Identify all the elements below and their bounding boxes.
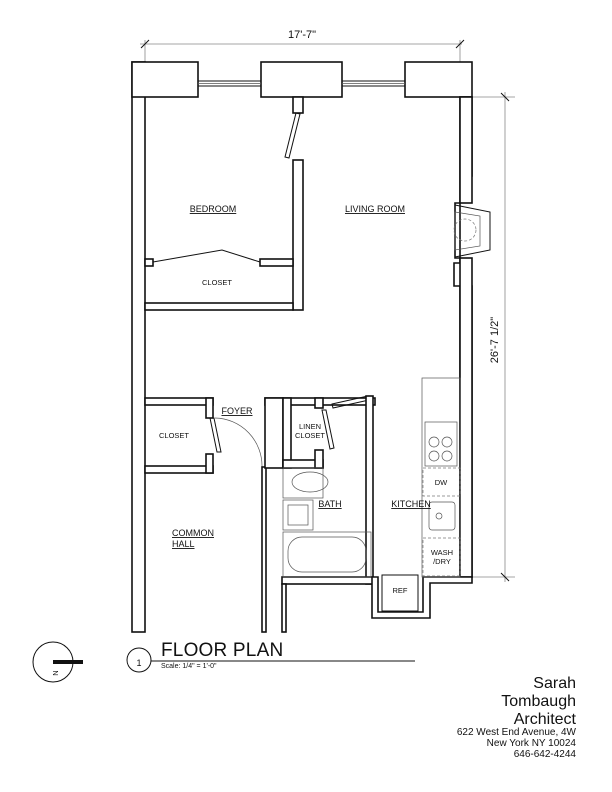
window-left [198,80,261,87]
bathtub [282,531,372,578]
drawing-scale: Scale: 1/4" = 1'-0" [161,663,217,670]
room-label-bedroom-closet: CLOSET [202,278,232,287]
room-label-common: COMMON [172,528,214,538]
entry-door-swing [214,417,263,468]
window-right [342,80,405,87]
room-label-bath: BATH [318,499,341,509]
firm-address: 622 West End Avenue, 4W New York NY 1002… [457,727,576,760]
stove [424,421,458,467]
firm-name: Sarah Tombaugh Architect [501,675,576,729]
address-line: 622 West End Avenue, 4W [456,727,576,738]
north-arrow: N [32,641,83,683]
appliance-label-wash: WASH [431,548,453,557]
room-label-foyer-closet: CLOSET [159,431,189,440]
width-dimension: 17'-7" [140,29,465,95]
firm-name-line: Tombaugh [501,693,576,710]
washer-dryer [422,537,461,577]
appliance-label-dw: DW [435,478,448,487]
refrigerator [381,574,419,612]
room-label-foyer: FOYER [221,406,253,416]
depth-dimension-label: 26'-7 1/2" [489,317,501,363]
room-label-linen: LINEN [299,422,321,431]
appliance-label-ref: REF [393,586,408,595]
drawing-number-marker: 1 [126,647,415,673]
room-label-hall: HALL [172,539,195,549]
linen-closet-door [321,409,335,450]
drawing-title: FLOOR PLAN [161,640,284,661]
firm-name-line: Architect [513,711,576,728]
foyer-closet-door [209,417,222,453]
phone-number: 646-642-4244 [513,749,576,760]
toilet [282,467,324,499]
room-label-bedroom: BEDROOM [190,204,237,214]
appliance-label-dry: /DRY [433,557,451,566]
north-label: N [51,670,60,675]
address-line: New York NY 10024 [486,738,576,749]
drawing-number: 1 [136,658,141,668]
width-dimension-label: 17'-7" [288,29,316,41]
walls: BEDROOM LIVING ROOM CLOSET CLOSET FOYER … [131,61,491,633]
room-label-linen-closet: CLOSET [295,431,325,440]
closet-bifold-door [152,249,261,263]
depth-dimension: 26'-7 1/2" [465,92,515,582]
kitchen-sink [428,501,456,531]
sink [282,499,314,531]
firm-name-line: Sarah [533,675,576,692]
bedroom-door [284,112,301,159]
room-label-kitchen: KITCHEN [391,499,431,509]
dishwasher [422,467,461,497]
room-label-living-room: LIVING ROOM [345,204,405,214]
